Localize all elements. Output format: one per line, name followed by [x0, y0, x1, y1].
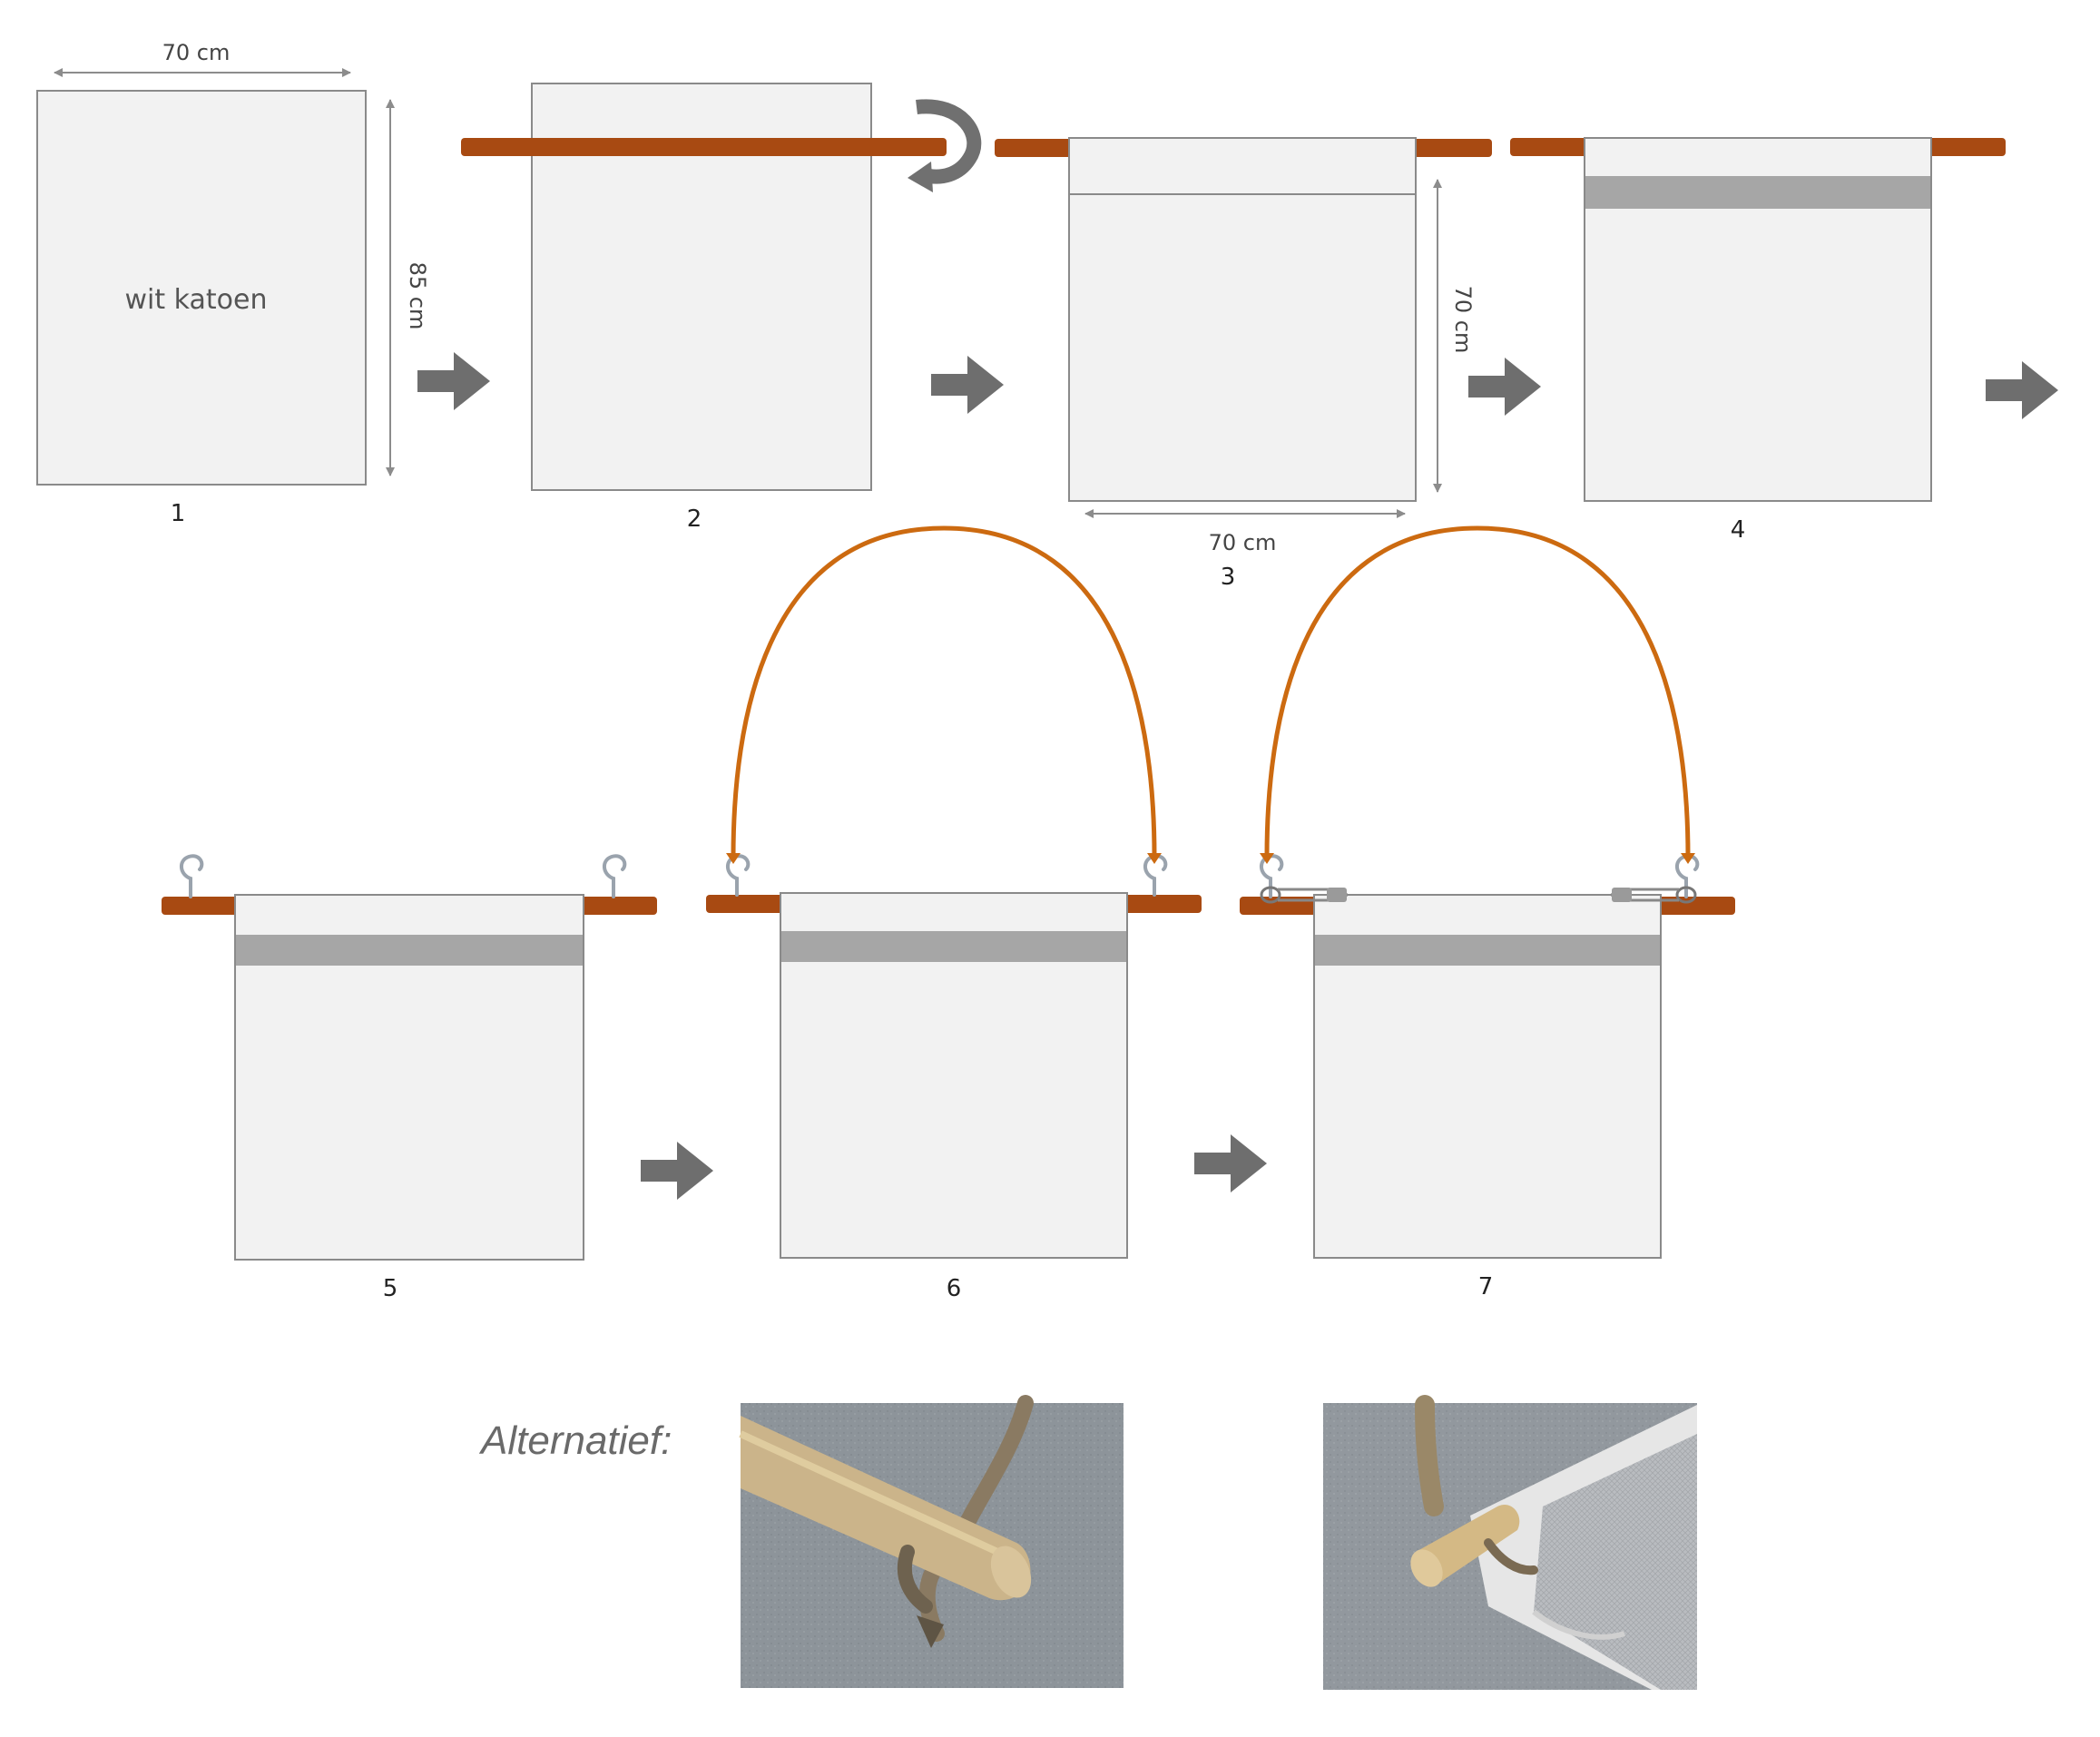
rope-end-icon [726, 853, 741, 864]
material-label: wit katoen [125, 284, 268, 316]
width-label: 70 cm [1209, 530, 1277, 555]
safety-pin-icon [1609, 886, 1697, 904]
width-label: 70 cm [162, 40, 231, 65]
next-arrow-icon [1468, 358, 1541, 416]
sewn-hem [1315, 935, 1660, 966]
next-arrow-icon [641, 1142, 713, 1200]
step-number: 5 [383, 1275, 398, 1302]
alternative-photo-rod-knot [739, 1395, 1124, 1688]
hook-icon [180, 854, 204, 898]
cloth-sheet [1068, 193, 1417, 502]
rope-end-icon [1681, 853, 1695, 864]
height-label: 70 cm [1450, 286, 1476, 354]
next-arrow-icon [417, 352, 490, 410]
step-1: 70 cm 85 cm wit katoen 1 [36, 40, 430, 527]
step-2: 2 [461, 83, 982, 533]
step-number: 1 [171, 500, 186, 527]
step-6: 6 [706, 525, 1202, 1302]
rope-end-icon [1260, 853, 1274, 864]
step-number: 7 [1478, 1273, 1494, 1300]
next-arrow-icon [1986, 361, 2058, 419]
step-number: 2 [687, 505, 702, 533]
folded-flap [1068, 137, 1417, 195]
alternative-photo-rod-in-hem [1323, 1395, 1697, 1690]
step-3: 70 cm 70 cm 3 [995, 137, 1492, 591]
safety-pin-icon [1260, 886, 1349, 904]
sewn-hem [236, 935, 583, 966]
step-number: 4 [1731, 516, 1746, 544]
fold-over-arrow-icon [908, 99, 982, 192]
hanging-rope [731, 525, 1157, 858]
step-5: 5 [162, 854, 657, 1302]
step-7: 7 [1240, 525, 1735, 1300]
rope-end-icon [1147, 853, 1162, 864]
next-arrow-icon [931, 356, 1004, 414]
sewn-hem [1585, 176, 1930, 209]
step-number: 6 [947, 1275, 962, 1302]
cloth-sheet [36, 90, 367, 486]
hook-icon [726, 854, 751, 897]
hook-icon [603, 854, 627, 898]
step-4: 4 [1510, 137, 2006, 544]
hanging-rope [1264, 525, 1691, 858]
height-label: 85 cm [405, 262, 430, 330]
next-arrow-icon [1194, 1134, 1267, 1192]
alternative-label: Alternatief: [478, 1418, 672, 1463]
step-number: 3 [1221, 564, 1236, 591]
wooden-rod [461, 138, 947, 156]
sewn-hem [781, 931, 1126, 962]
